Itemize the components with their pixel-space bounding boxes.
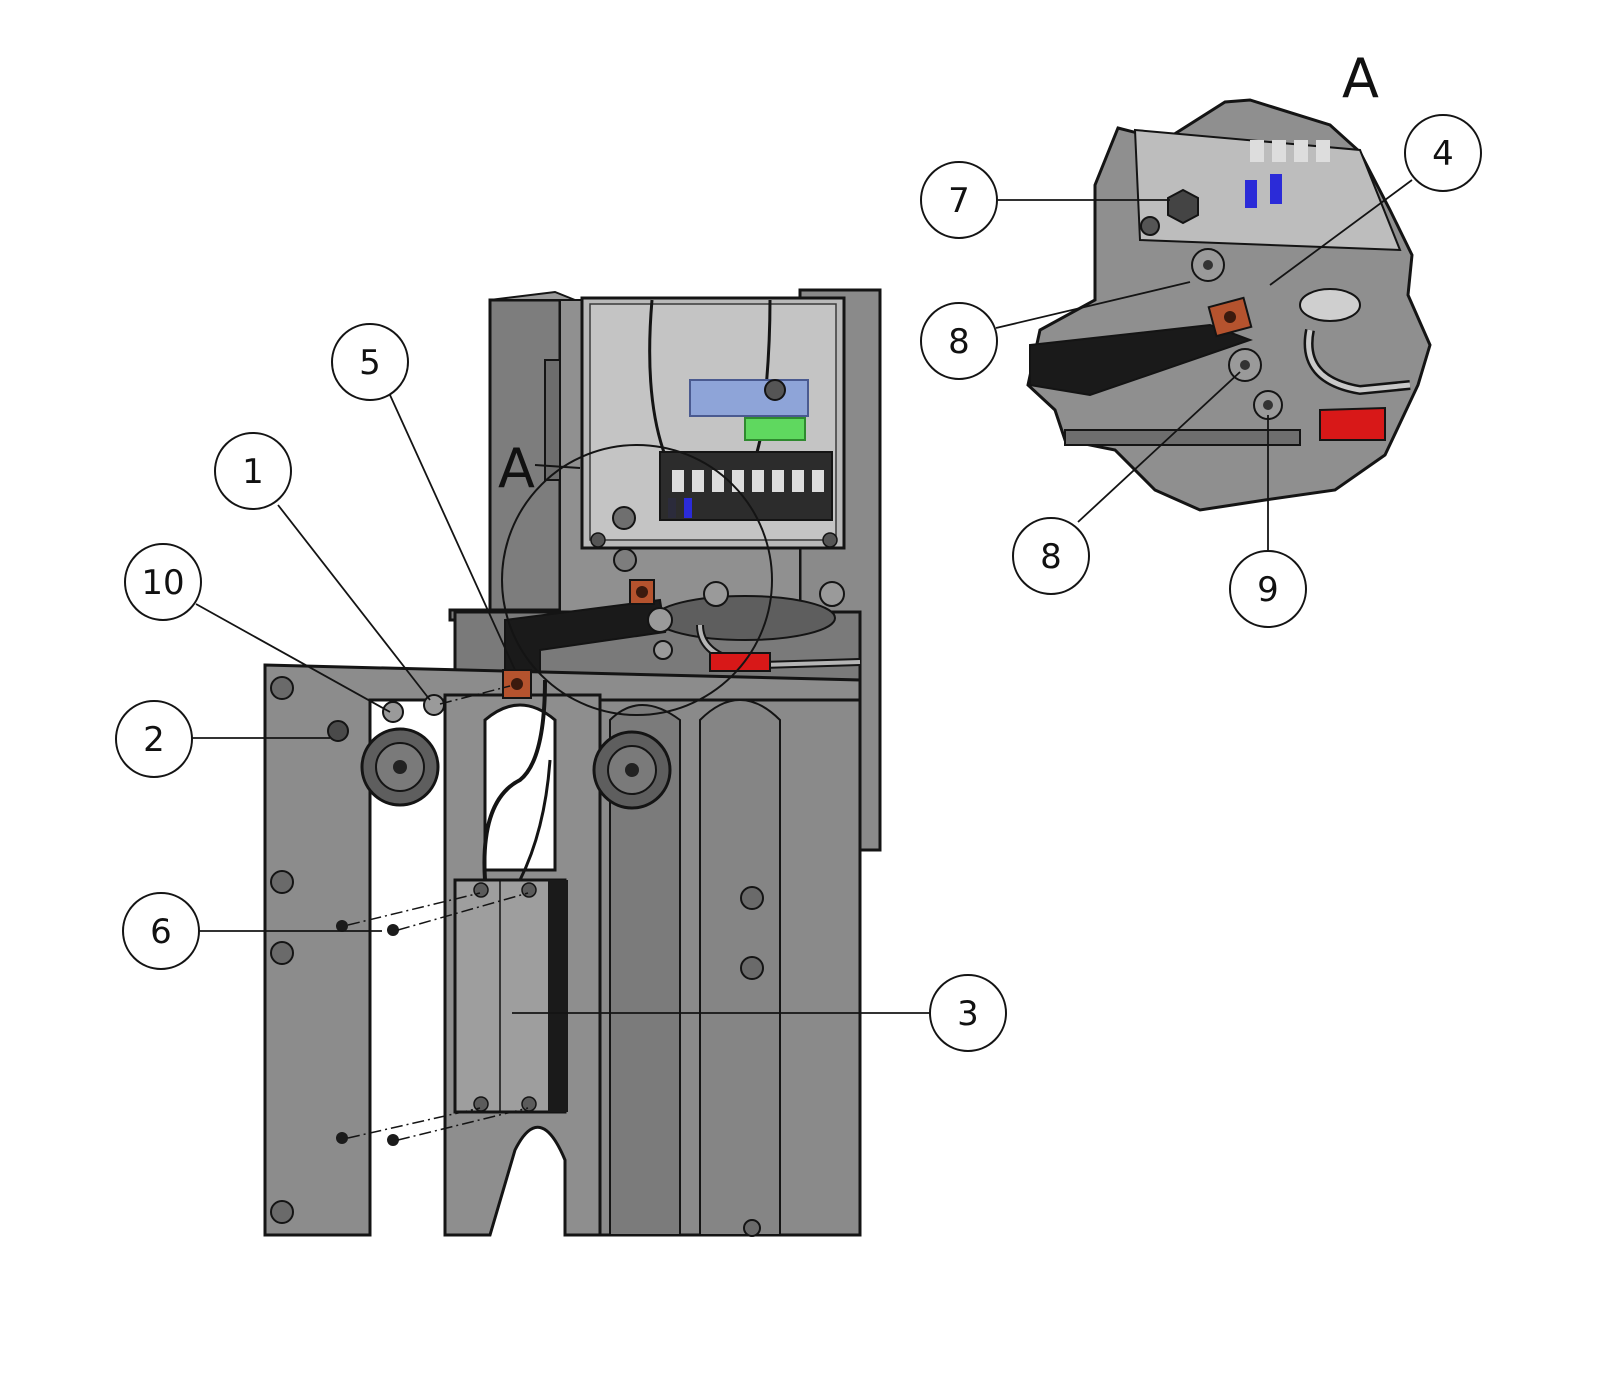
detail-a-title: A xyxy=(1342,47,1379,110)
callout-2: 2 xyxy=(115,700,193,778)
callout-7: 7 xyxy=(920,161,998,239)
leader-lines xyxy=(192,179,1413,1014)
detail-a-label-main: A xyxy=(498,437,535,500)
callout-1: 1 xyxy=(214,432,292,510)
detail-view-a: A xyxy=(1026,47,1432,512)
callout-7-label: 7 xyxy=(948,181,970,221)
callout-3: 3 xyxy=(929,974,1007,1052)
callout-6-label: 6 xyxy=(150,912,172,952)
assembly-centerlines xyxy=(347,685,529,1141)
callout-3-label: 3 xyxy=(957,994,979,1034)
callout-6: 6 xyxy=(122,892,200,970)
rollers xyxy=(360,727,672,810)
control-box xyxy=(580,296,846,550)
callout-8-lower: 8 xyxy=(1012,517,1090,595)
motor-base xyxy=(453,548,862,701)
fasteners xyxy=(327,669,532,1146)
callout-5-label: 5 xyxy=(359,343,381,383)
main-assembly-view: A xyxy=(263,288,882,1237)
resistor-block xyxy=(453,679,568,1114)
callout-1-label: 1 xyxy=(242,452,264,492)
right-side-plate xyxy=(598,698,862,1237)
callout-9-label: 9 xyxy=(1257,570,1279,610)
callout-4-label: 4 xyxy=(1432,134,1454,174)
callout-5: 5 xyxy=(331,323,409,401)
callout-8-upper-label: 8 xyxy=(948,322,970,362)
callout-10-label: 10 xyxy=(141,563,184,603)
callout-10: 10 xyxy=(124,543,202,621)
callout-4: 4 xyxy=(1404,114,1482,192)
detail-a-circle xyxy=(501,444,773,716)
callout-9: 9 xyxy=(1229,550,1307,628)
callout-8-lower-label: 8 xyxy=(1040,537,1062,577)
callout-8-upper: 8 xyxy=(920,302,998,380)
callout-2-label: 2 xyxy=(143,720,165,760)
